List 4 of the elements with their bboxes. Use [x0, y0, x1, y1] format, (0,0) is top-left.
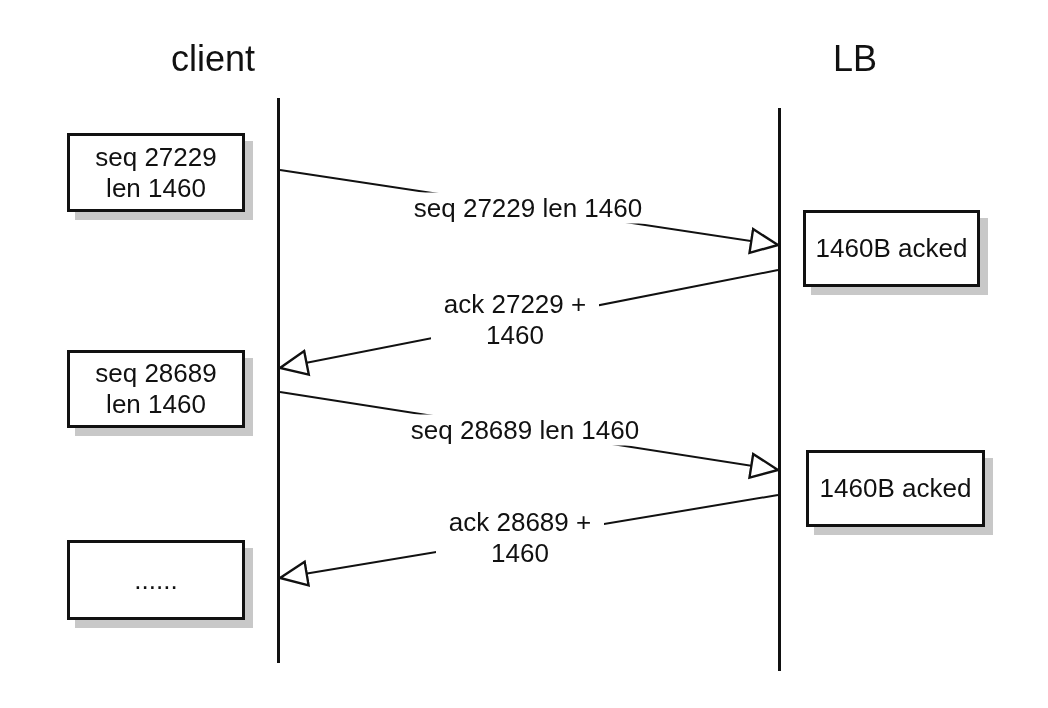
lifeline — [277, 98, 280, 663]
participant-label: LB — [833, 38, 877, 80]
lifeline — [778, 108, 781, 671]
participant-label: client — [171, 38, 255, 80]
